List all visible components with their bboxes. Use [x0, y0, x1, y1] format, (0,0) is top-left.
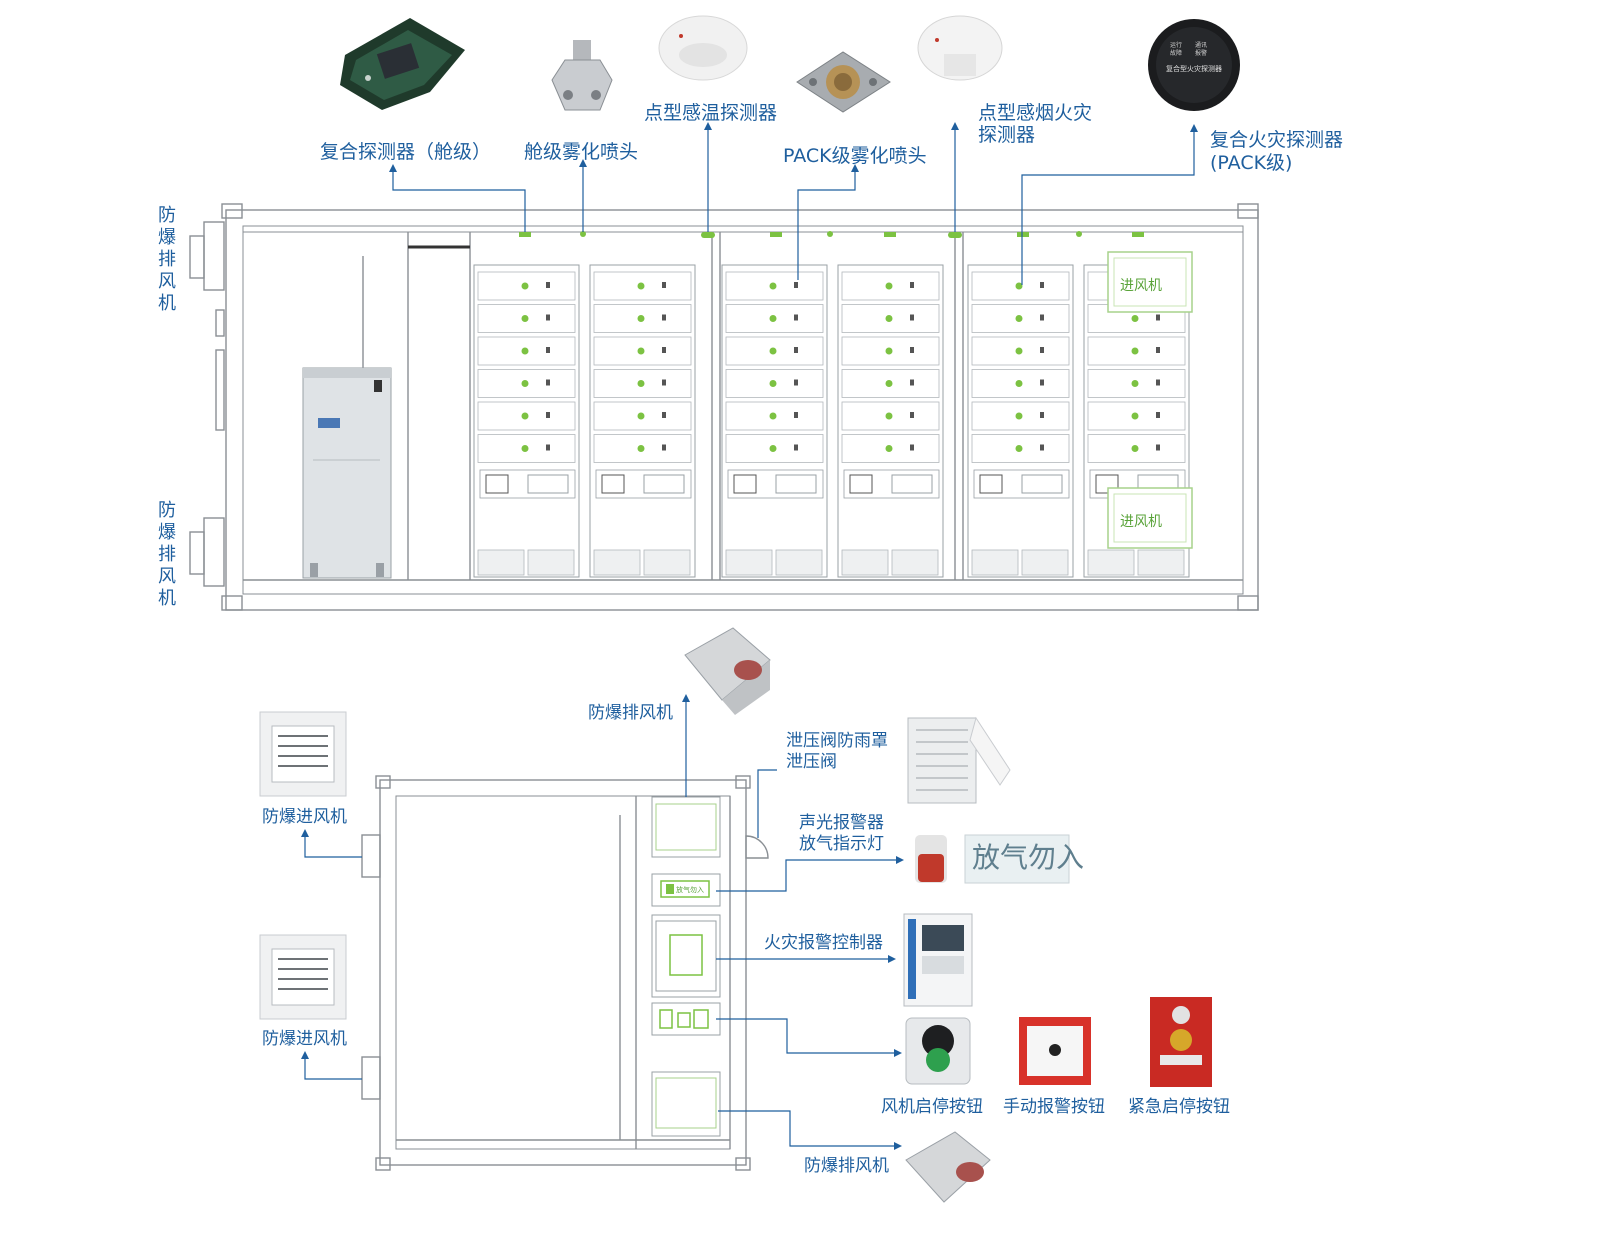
- label-cabin-nozzle: 舱级雾化喷头: [524, 141, 639, 163]
- inlet-fan-upper: [1107, 251, 1193, 313]
- bottom-equipment: [651, 796, 721, 1137]
- label-exhaust-fan-upper: 防爆排风机: [158, 205, 176, 314]
- composite-fire-detector-device: [1148, 19, 1240, 111]
- cabin-nozzle: [551, 40, 613, 111]
- top-arrowheads: [389, 122, 1198, 172]
- battery-racks: [473, 264, 1190, 578]
- top-container: [189, 203, 1259, 611]
- fire-alarm-controller-picture: [903, 913, 973, 1007]
- label-exhaust-fan-top: 防爆排风机: [588, 703, 673, 723]
- bottom-arrowheads: [301, 694, 904, 1150]
- detector-indicator-grid: 运行 通讯 故障 报警: [1170, 42, 1220, 58]
- ceiling-devices: [519, 231, 1144, 238]
- relief-valve-picture: [907, 716, 1011, 804]
- fan-start-stop-button-picture: [905, 1017, 971, 1085]
- sound-light-alarm-picture: [915, 835, 947, 883]
- battery-rack: [473, 264, 580, 578]
- inlet-fan-lower-text: 进风机: [1120, 514, 1162, 530]
- button-panel: [659, 1009, 709, 1029]
- label-fire-alarm-controller: 火灾报警控制器: [764, 933, 883, 953]
- battery-rack: [721, 264, 828, 578]
- inlet-grille-upper: [259, 711, 347, 797]
- exhaust-fan-picture-top: [684, 627, 771, 715]
- label-emergency-start-stop-button: 紧急启停按钮: [1128, 1097, 1230, 1117]
- indicator-fault: 故障: [1170, 50, 1183, 57]
- emergency-start-stop-button-picture: [1150, 997, 1212, 1087]
- label-inlet-fan-upper: 防爆进风机: [262, 807, 347, 827]
- bottom-container: [361, 775, 769, 1171]
- leader-composite-detector: [392, 170, 526, 232]
- inlet-fan-upper-text: 进风机: [1120, 278, 1162, 294]
- container-frame: [225, 209, 1259, 611]
- heat-detector: [658, 15, 748, 81]
- label-composite-detector-cabin: 复合探测器（舱级）: [320, 141, 492, 163]
- panel-sign: [660, 880, 710, 898]
- indicator-comm: 通讯: [1195, 42, 1208, 49]
- label-inlet-fan-lower: 防爆进风机: [262, 1029, 347, 1049]
- label-relief-valve-line2: 泄压阀: [786, 752, 837, 772]
- label-manual-alarm-button: 手动报警按钮: [1003, 1097, 1105, 1117]
- top-leader-lines: [392, 128, 1195, 285]
- label-exhaust-fan-lower: 防爆排风机: [158, 500, 176, 609]
- panel-sign-text: 放气勿入: [676, 886, 704, 894]
- label-alarm-line2: 放气指示灯: [799, 834, 884, 854]
- label-relief-valve-line1: 泄压阀防雨罩: [786, 731, 888, 751]
- label-fan-start-stop-button: 风机启停按钮: [881, 1097, 983, 1117]
- battery-rack: [837, 264, 944, 578]
- indicator-alarm: 报警: [1195, 50, 1208, 57]
- manual-alarm-button-picture: [1019, 1017, 1091, 1085]
- label-alarm-line1: 声光报警器: [799, 813, 884, 833]
- inlet-fan-lower: [1107, 487, 1193, 549]
- exhaust-fan-picture-bottom: [905, 1131, 991, 1203]
- detector-device-label: 复合型火灾探测器: [1166, 65, 1222, 73]
- label-smoke-detector: 点型感烟火灾探测器: [978, 102, 1093, 146]
- gas-release-sign-board: [964, 834, 1070, 884]
- inlet-grille-lower: [259, 934, 347, 1020]
- battery-rack: [589, 264, 696, 578]
- gas-release-sign-text: 放气勿入: [972, 841, 1085, 874]
- battery-rack: [1083, 264, 1190, 578]
- label-composite-fire-detector-line2: (PACK级): [1210, 152, 1293, 174]
- suppression-cabinet: [302, 367, 392, 579]
- smoke-detector: [917, 15, 1003, 81]
- composite-detector-board: [340, 18, 465, 110]
- indicator-run: 运行: [1170, 42, 1183, 49]
- battery-rack: [967, 264, 1074, 578]
- label-pack-nozzle: PACK级雾化喷头: [783, 145, 927, 167]
- bottom-leader-lines: [304, 700, 900, 1147]
- pack-nozzle: [796, 51, 891, 113]
- label-exhaust-fan-bottom: 防爆排风机: [804, 1156, 889, 1176]
- label-composite-fire-detector-line1: 复合火灾探测器: [1210, 129, 1344, 151]
- label-heat-detector: 点型感温探测器: [644, 102, 778, 124]
